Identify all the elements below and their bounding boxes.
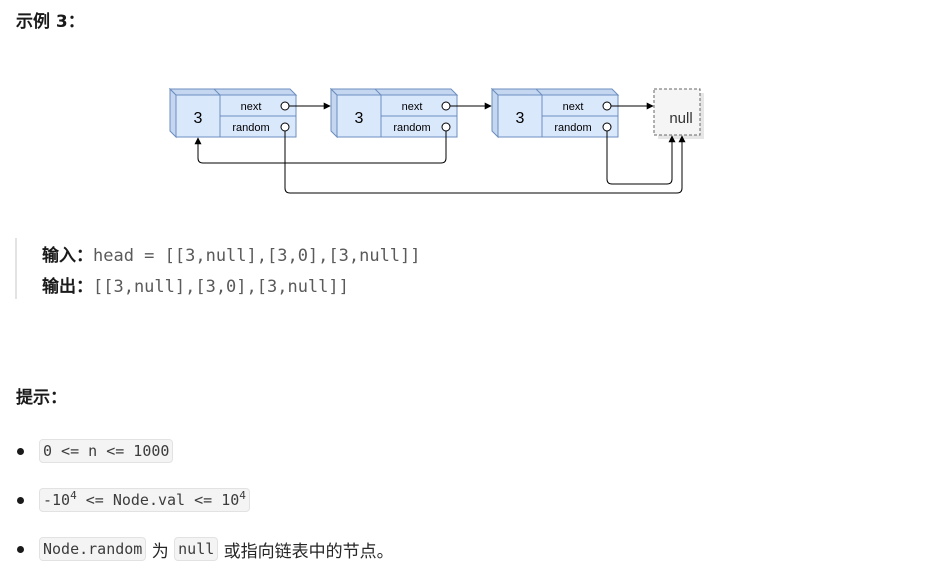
constraint-item: Node.random 为 null 或指向链表中的节点。 <box>16 535 394 563</box>
next-pointer-label: next <box>402 101 423 113</box>
next-pointer-label: next <box>241 101 262 113</box>
input-label: 输入： <box>42 246 93 266</box>
output-value: [[3,null],[3,0],[3,null]] <box>93 277 349 297</box>
random-pointer-label: random <box>393 122 430 134</box>
random-arrow <box>606 131 676 185</box>
exponent: 4 <box>239 489 246 502</box>
input-value: head = [[3,null],[3,0],[3,null]] <box>93 246 421 266</box>
constraint-item: -104 <= Node.val <= 104 <box>16 486 250 514</box>
constraint-code: 0 <= n <= 1000 <box>39 439 174 463</box>
example-io-block: 输入：head = [[3,null],[3,0],[3,null]] 输出：[… <box>15 238 617 299</box>
null-label: null <box>669 110 692 127</box>
example-title: 示例 3： <box>16 12 85 32</box>
random-pointer-dot <box>280 122 290 132</box>
exponent: 4 <box>70 489 77 502</box>
list-node-3: 3 next random <box>490 87 620 139</box>
random-pointer-label: random <box>232 122 269 134</box>
bullet-icon <box>17 447 24 455</box>
list-node-1: 3 next random <box>168 87 298 139</box>
constraint-code: null <box>174 537 219 561</box>
bullet-icon <box>17 496 24 504</box>
output-label: 输出： <box>42 277 93 297</box>
node-value: 3 <box>516 110 525 127</box>
random-pointer-dot <box>441 122 451 132</box>
constraint-text: 为 <box>146 541 175 562</box>
random-arrow <box>194 131 447 164</box>
output-line: 输出：[[3,null],[3,0],[3,null]] <box>42 272 349 297</box>
constraint-code: Node.random <box>39 537 147 561</box>
random-arrow <box>284 131 686 194</box>
bullet-icon <box>17 545 24 553</box>
null-node: null <box>653 88 704 139</box>
constraint-item: 0 <= n <= 1000 <box>16 437 174 465</box>
hints-title: 提示： <box>16 388 67 408</box>
node-value: 3 <box>355 110 364 127</box>
input-line: 输入：head = [[3,null],[3,0],[3,null]] <box>42 241 421 266</box>
linked-list-diagram: 3 next random 3 next random 3 next rando… <box>168 87 704 194</box>
constraint-code-part: <= Node.val <= 10 <box>76 491 240 509</box>
random-pointer-dot <box>602 122 612 132</box>
next-pointer-dot <box>280 101 290 111</box>
list-node-2: 3 next random <box>329 87 459 139</box>
next-pointer-dot <box>441 101 451 111</box>
next-pointer-label: next <box>563 101 584 113</box>
constraint-code: -104 <= Node.val <= 104 <box>39 488 250 512</box>
constraint-text: 或指向链表中的节点。 <box>218 541 394 562</box>
constraint-code-part: -10 <box>43 491 71 509</box>
next-pointer-dot <box>602 101 612 111</box>
random-pointer-label: random <box>554 122 591 134</box>
node-value: 3 <box>194 110 203 127</box>
